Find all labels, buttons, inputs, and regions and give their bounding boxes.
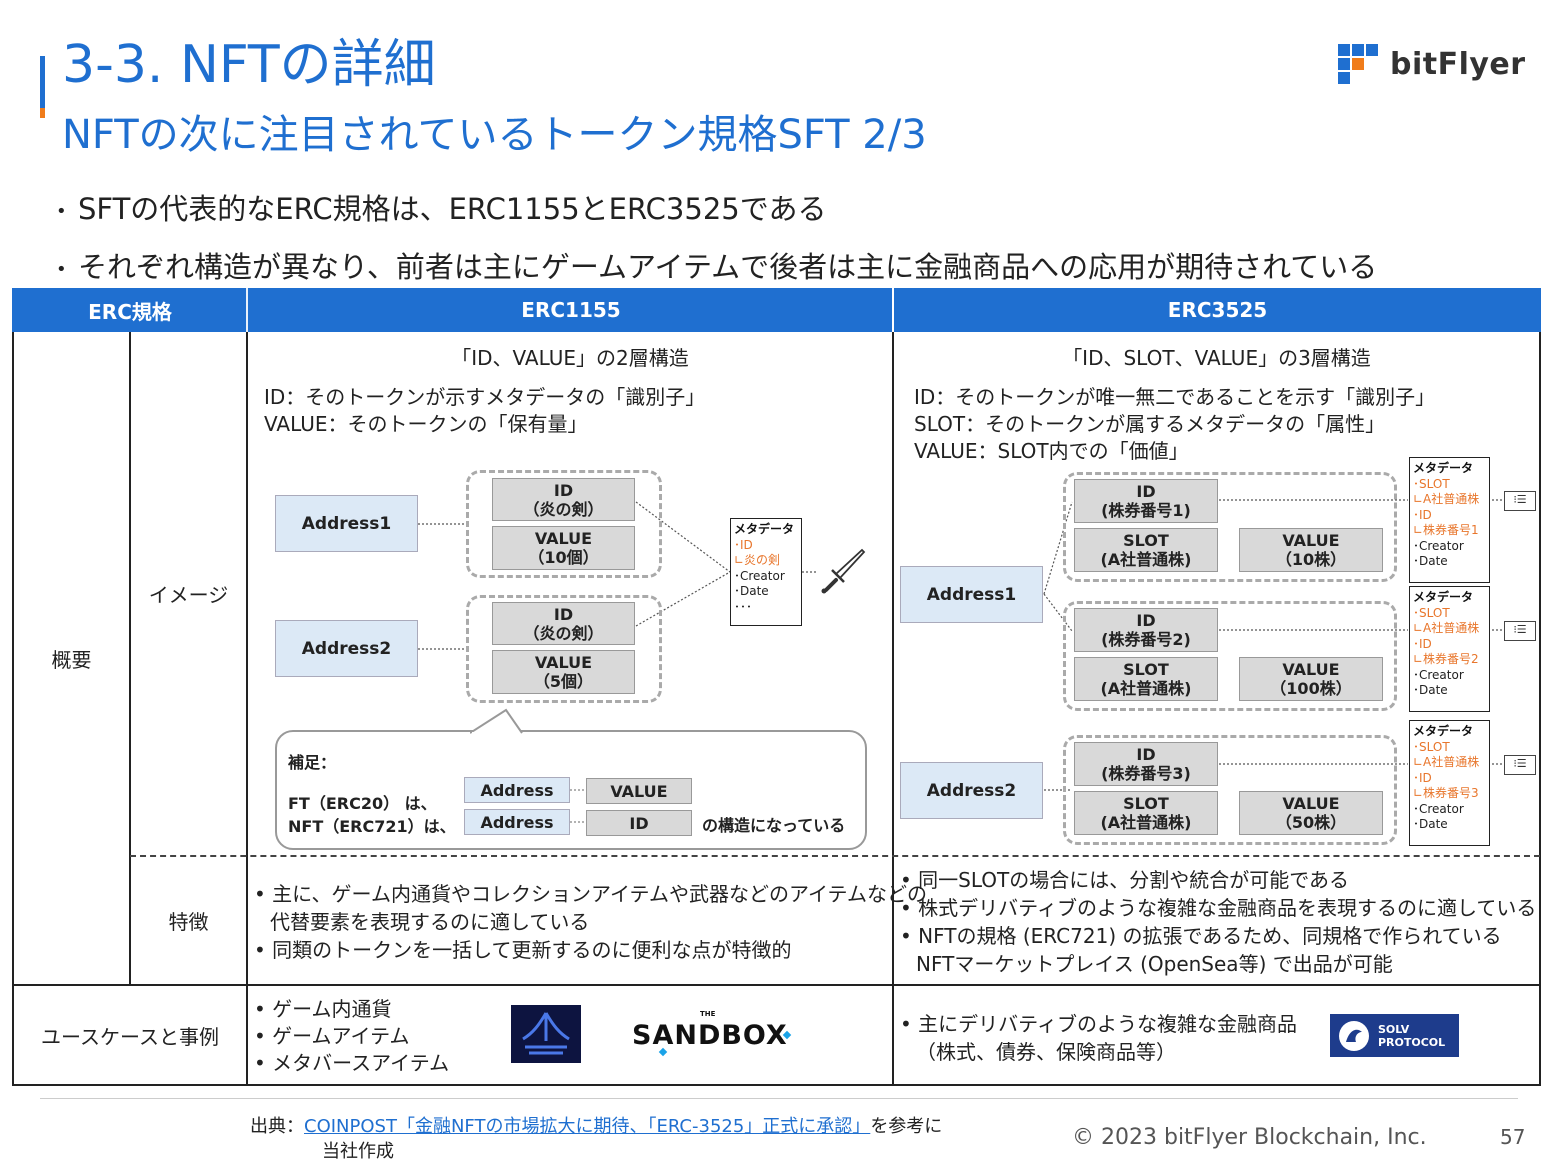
erc3525-metadata-box-2: メタデータ ･SLOT ∟A社普通株 ･ID ∟株券番号2 ･Creator ･… (1409, 586, 1490, 712)
note-nft-address: Address (464, 809, 570, 835)
erc1155-address2: Address2 (275, 620, 418, 677)
bitflyer-logo: bitFlyer (1338, 44, 1526, 84)
row-label-image: イメージ (148, 583, 229, 607)
page-number: 57 (1500, 1125, 1526, 1149)
footer-divider (40, 1098, 1518, 1099)
erc3525-id-box-1: ID(株券番号1) (1074, 479, 1218, 523)
solv-protocol-logo: SOLV PROTOCOL (1330, 1014, 1459, 1057)
row-label-feature: 特徴 (168, 910, 209, 934)
erc1155-token-group-2 (466, 595, 662, 703)
header-erc: ERC規格 (88, 299, 172, 324)
erc3525-token-group-2 (1063, 601, 1397, 711)
erc1155-id-box-1: ID（炎の剣） (492, 478, 635, 521)
header-erc3525: ERC3525 (1167, 298, 1268, 322)
document-icon: ⁝☰ (1504, 755, 1536, 775)
erc3525-value-box-1: VALUE（10株） (1239, 528, 1383, 572)
document-icon: ⁝☰ (1504, 621, 1536, 641)
source-citation: 出典：COINPOST「金融NFTの市場拡大に期待、「ERC-3525」正式に承… (250, 1116, 943, 1137)
erc1155-connectors (418, 501, 818, 650)
bullet-2: •それぞれ構造が異なり、前者は主にゲームアイテムで後者は主に金融商品への応用が期… (56, 250, 1378, 284)
note-nft-id: ID (586, 810, 692, 836)
erc3525-address1: Address1 (900, 566, 1043, 623)
table-header (12, 288, 1541, 332)
erc1155-usecases: • ゲーム内通貨 • ゲームアイテム • メタバースアイテム (254, 997, 450, 1075)
erc3525-metadata-box-3: メタデータ ･SLOT ∟A社普通株 ･ID ∟株券番号3 ･Creator ･… (1409, 720, 1490, 846)
erc1155-description: ID：そのトークンが示すメタデータの「識別子」 VALUE：そのトークンの「保有… (264, 385, 706, 436)
erc1155-features: • 主に、ゲーム内通貨やコレクションアイテムや武器などのアイテムなどの 代替要素… (254, 882, 927, 962)
title-accent-dot (40, 108, 45, 118)
sword-icon (821, 548, 866, 594)
erc1155-id-box-2: ID（炎の剣） (492, 602, 635, 645)
bitflyer-logo-text: bitFlyer (1390, 46, 1526, 82)
copyright: © 2023 bitFlyer Blockchain, Inc. (1072, 1125, 1427, 1150)
note-ft-address: Address (464, 777, 570, 803)
note-title: 補足： (288, 753, 337, 772)
erc1155-value-box-1: VALUE（10個） (492, 526, 635, 570)
note-bubble-pointer (470, 708, 523, 734)
row-label-usecase: ユースケースと事例 (41, 1024, 219, 1049)
source-link[interactable]: COINPOST「金融NFTの市場拡大に期待、「ERC-3525」正式に承認」 (304, 1116, 871, 1137)
note-ft-value: VALUE (586, 778, 692, 804)
erc1155-value-box-2: VALUE（5個） (492, 650, 635, 694)
note-suffix: の構造になっている (702, 816, 846, 835)
erc3525-slot-box-2: SLOT(A社普通株) (1074, 657, 1218, 701)
erc3525-token-group-3 (1063, 735, 1397, 845)
erc1155-address1: Address1 (275, 495, 418, 552)
note-ft-label: FT（ERC20） は、 (288, 794, 437, 813)
title-accent-bar (40, 56, 45, 108)
erc3525-structure-title: 「ID、SLOT、VALUE」の3層構造 (1062, 346, 1371, 370)
erc3525-features: • 同一SLOTの場合には、分割や統合が可能である • 株式デリバティブのような… (900, 868, 1537, 976)
erc3525-description: ID：そのトークンが唯一無二であることを示す「識別子」 SLOT：そのトークンが… (914, 385, 1436, 463)
document-icon: ⁝☰ (1504, 491, 1536, 511)
page-subtitle: NFTの次に注目されているトークン規格SFT 2/3 (62, 112, 927, 158)
erc3525-slot-box-3: SLOT(A社普通株) (1074, 791, 1218, 835)
erc3525-slot-box-1: SLOT(A社普通株) (1074, 528, 1218, 572)
erc3525-value-box-3: VALUE（50株） (1239, 791, 1383, 835)
row-label-overview: 概要 (51, 647, 92, 672)
the-sandbox-logo: THE SANDBOX (632, 1010, 792, 1058)
erc1155-token-group-1 (466, 470, 662, 578)
source-citation-line2: 当社作成 (322, 1141, 394, 1162)
page-title: 3-3. NFTの詳細 (62, 35, 436, 95)
bitflyer-logo-icon (1338, 44, 1380, 84)
header-erc1155: ERC1155 (521, 298, 621, 322)
erc3525-id-box-2: ID(株券番号2) (1074, 608, 1218, 652)
erc3525-connectors (1043, 499, 1504, 791)
erc3525-value-box-2: VALUE（100株） (1239, 657, 1383, 701)
erc3525-token-group-1 (1063, 472, 1397, 582)
solv-protocol-icon (1339, 1020, 1369, 1051)
erc3525-metadata-box-1: メタデータ ･SLOT ∟A社普通株 ･ID ∟株券番号1 ･Creator ･… (1409, 457, 1490, 583)
erc3525-usecases: • 主にデリバティブのような複雑な金融商品 （株式、債券、保険商品等） (900, 1012, 1297, 1064)
adidas-logo (511, 1005, 581, 1063)
note-nft-label: NFT（ERC721）は、 (288, 817, 456, 836)
erc3525-id-box-3: ID(株券番号3) (1074, 742, 1218, 786)
note-connectors (570, 789, 586, 823)
erc3525-address2: Address2 (900, 762, 1043, 819)
erc1155-metadata-box: メタデータ ･ID ∟炎の剣 ･Creator ･Date ･･･ (730, 518, 802, 626)
bullet-1: •SFTの代表的なERC規格は、ERC1155とERC3525である (56, 192, 827, 226)
erc1155-structure-title: 「ID、VALUE」の2層構造 (451, 346, 689, 370)
